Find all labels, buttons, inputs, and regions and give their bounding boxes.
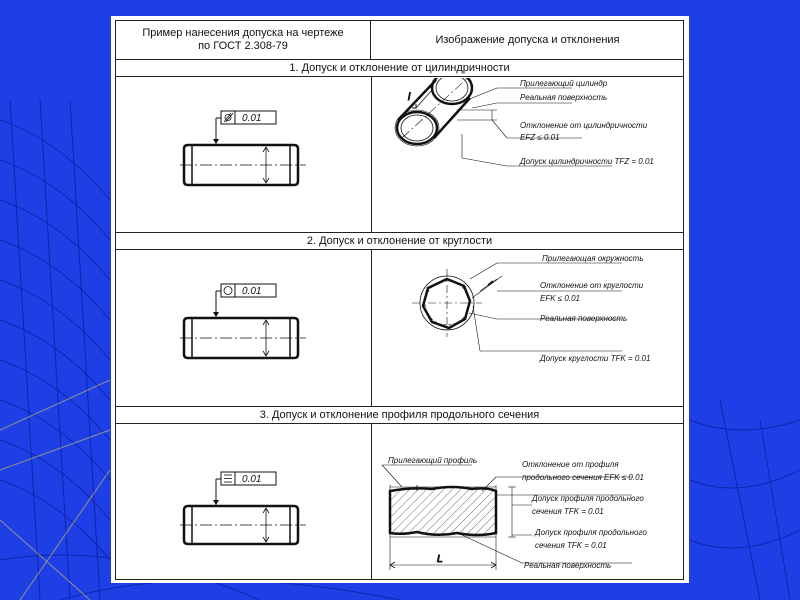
section-2-drawing-deviation: Прилегающая окружность Отклонение от кру… xyxy=(412,254,650,363)
tolerance-table: Пример нанесения допуска на чертеже по Г… xyxy=(115,20,684,580)
label-real-surface: Реальная поверхность xyxy=(520,93,607,102)
label-real-surface: Реальная поверхность xyxy=(524,561,611,570)
label-efk: продольного сечения EFK ≤ 0.01 xyxy=(522,473,644,482)
label-efk: EFK ≤ 0.01 xyxy=(540,294,580,303)
fcf-value: 0.01 xyxy=(242,474,261,485)
fcf-value: 0.01 xyxy=(242,113,261,124)
label-tolerance-1: Допуск профиля продольного xyxy=(531,494,644,503)
section-1-drawing-example: 0.01 xyxy=(180,110,306,187)
column-divider xyxy=(371,77,372,232)
label-efz: EFZ ≤ 0.01 xyxy=(520,133,560,142)
fcf-value: 0.01 xyxy=(242,286,261,297)
section-2-title: 2. Допуск и отклонение от круглости xyxy=(116,232,683,250)
label-profile-deviation: Отклонение от профиля xyxy=(522,460,619,469)
section-3-drawing-deviation: L Прилегающий профиль Отклонение от проф… xyxy=(381,456,647,570)
label-cylindricity-deviation: Отклонение от цилиндричности xyxy=(520,121,648,130)
section-1-title: 1. Допуск и отклонение от цилиндричности xyxy=(116,59,683,77)
header-image-column: Изображение допуска и отклонения xyxy=(435,33,620,46)
section-1-drawing-deviation: l Прилегающий цилиндр Реальная поверхнос… xyxy=(394,78,654,167)
dimension-label: l xyxy=(408,92,411,103)
header-example-column: Пример нанесения допуска на чертеже по Г… xyxy=(116,21,371,59)
section-3-title: 3. Допуск и отклонение профиля продольно… xyxy=(116,406,683,424)
section-2-drawing-example: 0.01 xyxy=(180,283,306,360)
label-tfk: Допуск круглости TFK = 0.01 xyxy=(539,354,650,363)
label-roundness-deviation: Отклонение от круглости xyxy=(540,281,644,290)
dimension-label: L xyxy=(437,554,443,565)
label-tfz: Допуск цилиндричности TFZ = 0.01 xyxy=(519,157,654,166)
label-adjacent-profile: Прилегающий профиль xyxy=(388,456,477,465)
section-3-drawing-example: 0.01 xyxy=(180,471,306,546)
circularity-icon xyxy=(223,286,233,295)
label-tfk-2: сечения TFK = 0.01 xyxy=(535,541,607,550)
label-tfk-1: сечения TFK = 0.01 xyxy=(532,507,604,516)
label-tolerance-2: Допуск профиля продольного xyxy=(534,528,647,537)
column-divider xyxy=(371,424,372,579)
column-divider xyxy=(371,250,372,406)
cylindricity-icon xyxy=(223,112,234,123)
table-sheet: Пример нанесения допуска на чертеже по Г… xyxy=(111,16,689,583)
profile-longitudinal-icon xyxy=(224,474,232,483)
label-adjacent-circle: Прилегающая окружность xyxy=(542,254,644,263)
label-real-surface: Реальная поверхность xyxy=(540,314,627,323)
label-adjacent-cylinder: Прилегающий цилиндр xyxy=(520,79,608,88)
